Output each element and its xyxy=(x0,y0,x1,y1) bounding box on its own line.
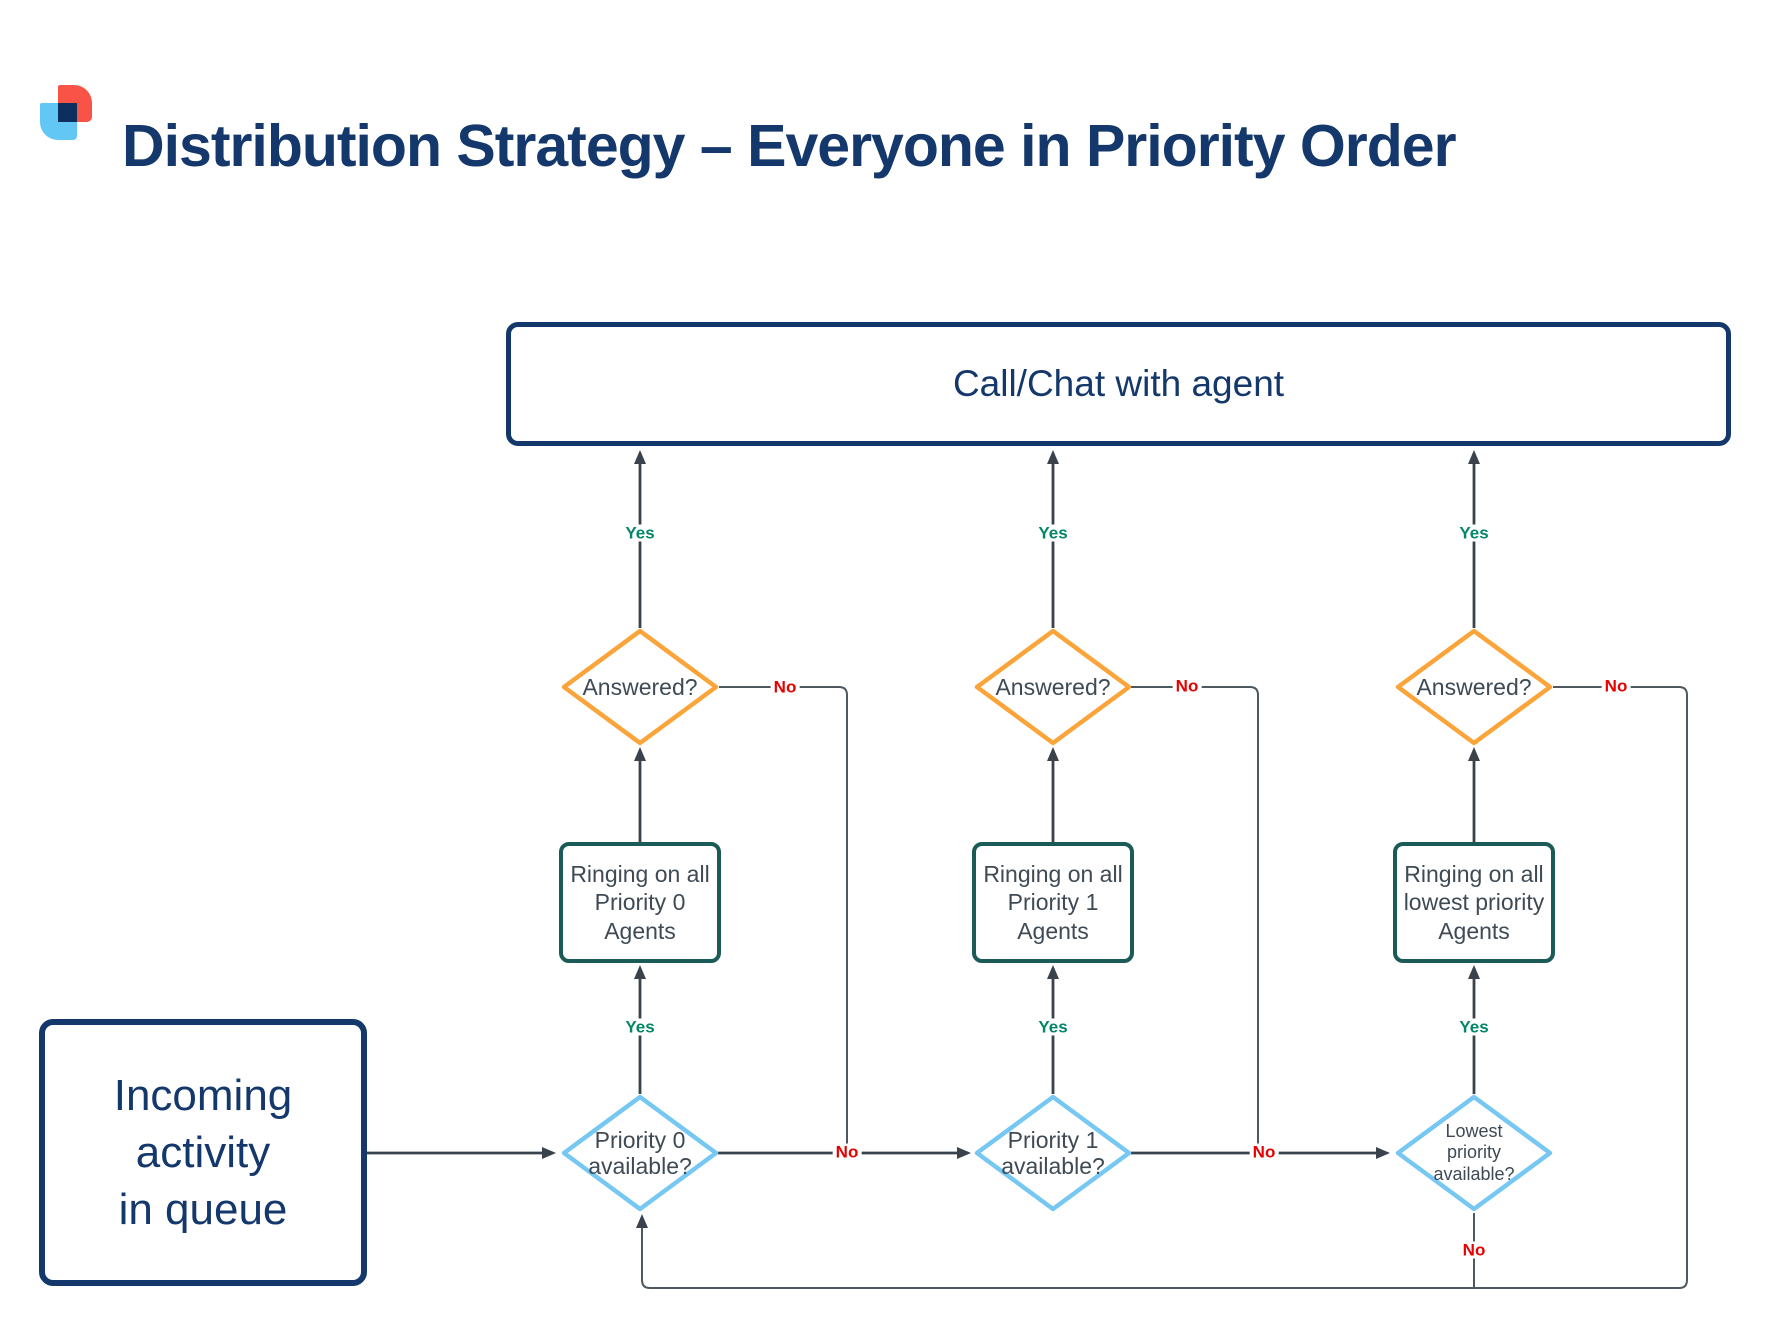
available-diamond-shape xyxy=(974,1094,1132,1212)
node-label: Call/Chat with agent xyxy=(952,363,1285,404)
answered-diamond-shape xyxy=(1395,628,1553,746)
brand-logo xyxy=(37,85,103,145)
node-label: Answered? xyxy=(1416,673,1532,700)
node-label: Priority 0 available? xyxy=(588,1126,692,1179)
route-answered1-no xyxy=(719,686,848,1151)
node-answered1-decision: Answered? xyxy=(561,628,719,746)
logo-navy-square xyxy=(58,103,77,122)
page-title: Distribution Strategy – Everyone in Prio… xyxy=(122,113,1457,179)
label-no-answered2: No xyxy=(1172,677,1202,695)
label-yes-available3: Yes xyxy=(1456,1018,1492,1036)
label-no-available3: No xyxy=(1459,1241,1489,1259)
label-yes-answered3: Yes xyxy=(1456,524,1492,542)
node-answered3-decision: Answered? xyxy=(1395,628,1553,746)
label-no-answered1: No xyxy=(770,678,800,696)
node-priority1-available-decision: Priority 1 available? xyxy=(974,1094,1132,1212)
node-ringing-lowest-priority-agents: Ringing on all lowest priority Agents xyxy=(1393,842,1555,963)
label-no-answered3: No xyxy=(1601,677,1631,695)
label-yes-answered2: Yes xyxy=(1035,524,1071,542)
label-no-available2: No xyxy=(1249,1143,1279,1161)
node-lowest-priority-available-decision: Lowest priority available? xyxy=(1395,1094,1553,1212)
label-yes-available1: Yes xyxy=(622,1018,658,1036)
node-label: Answered? xyxy=(582,673,698,700)
route-answered3-no-return xyxy=(636,686,1688,1289)
answered-diamond-shape xyxy=(561,628,719,746)
node-label: Lowest priority available? xyxy=(1433,1120,1515,1184)
label-yes-answered1: Yes xyxy=(622,524,658,542)
node-incoming-activity-in-queue: Incoming activity in queue xyxy=(39,1019,367,1286)
node-call-chat-with-agent: Call/Chat with agent xyxy=(506,322,1731,446)
node-ringing-priority0-agents: Ringing on all Priority 0 Agents xyxy=(559,842,721,963)
node-answered2-decision: Answered? xyxy=(974,628,1132,746)
node-priority0-available-decision: Priority 0 available? xyxy=(561,1094,719,1212)
label-no-available1: No xyxy=(832,1143,862,1161)
available-diamond-shape xyxy=(561,1094,719,1212)
answered-diamond-shape xyxy=(974,628,1132,746)
label-yes-available2: Yes xyxy=(1035,1018,1071,1036)
available-diamond-shape xyxy=(1395,1094,1553,1212)
route-answered2-no xyxy=(1131,686,1259,1151)
node-label: Answered? xyxy=(995,673,1111,700)
node-ringing-priority1-agents: Ringing on all Priority 1 Agents xyxy=(972,842,1134,963)
node-label: Priority 1 available? xyxy=(1001,1126,1105,1179)
